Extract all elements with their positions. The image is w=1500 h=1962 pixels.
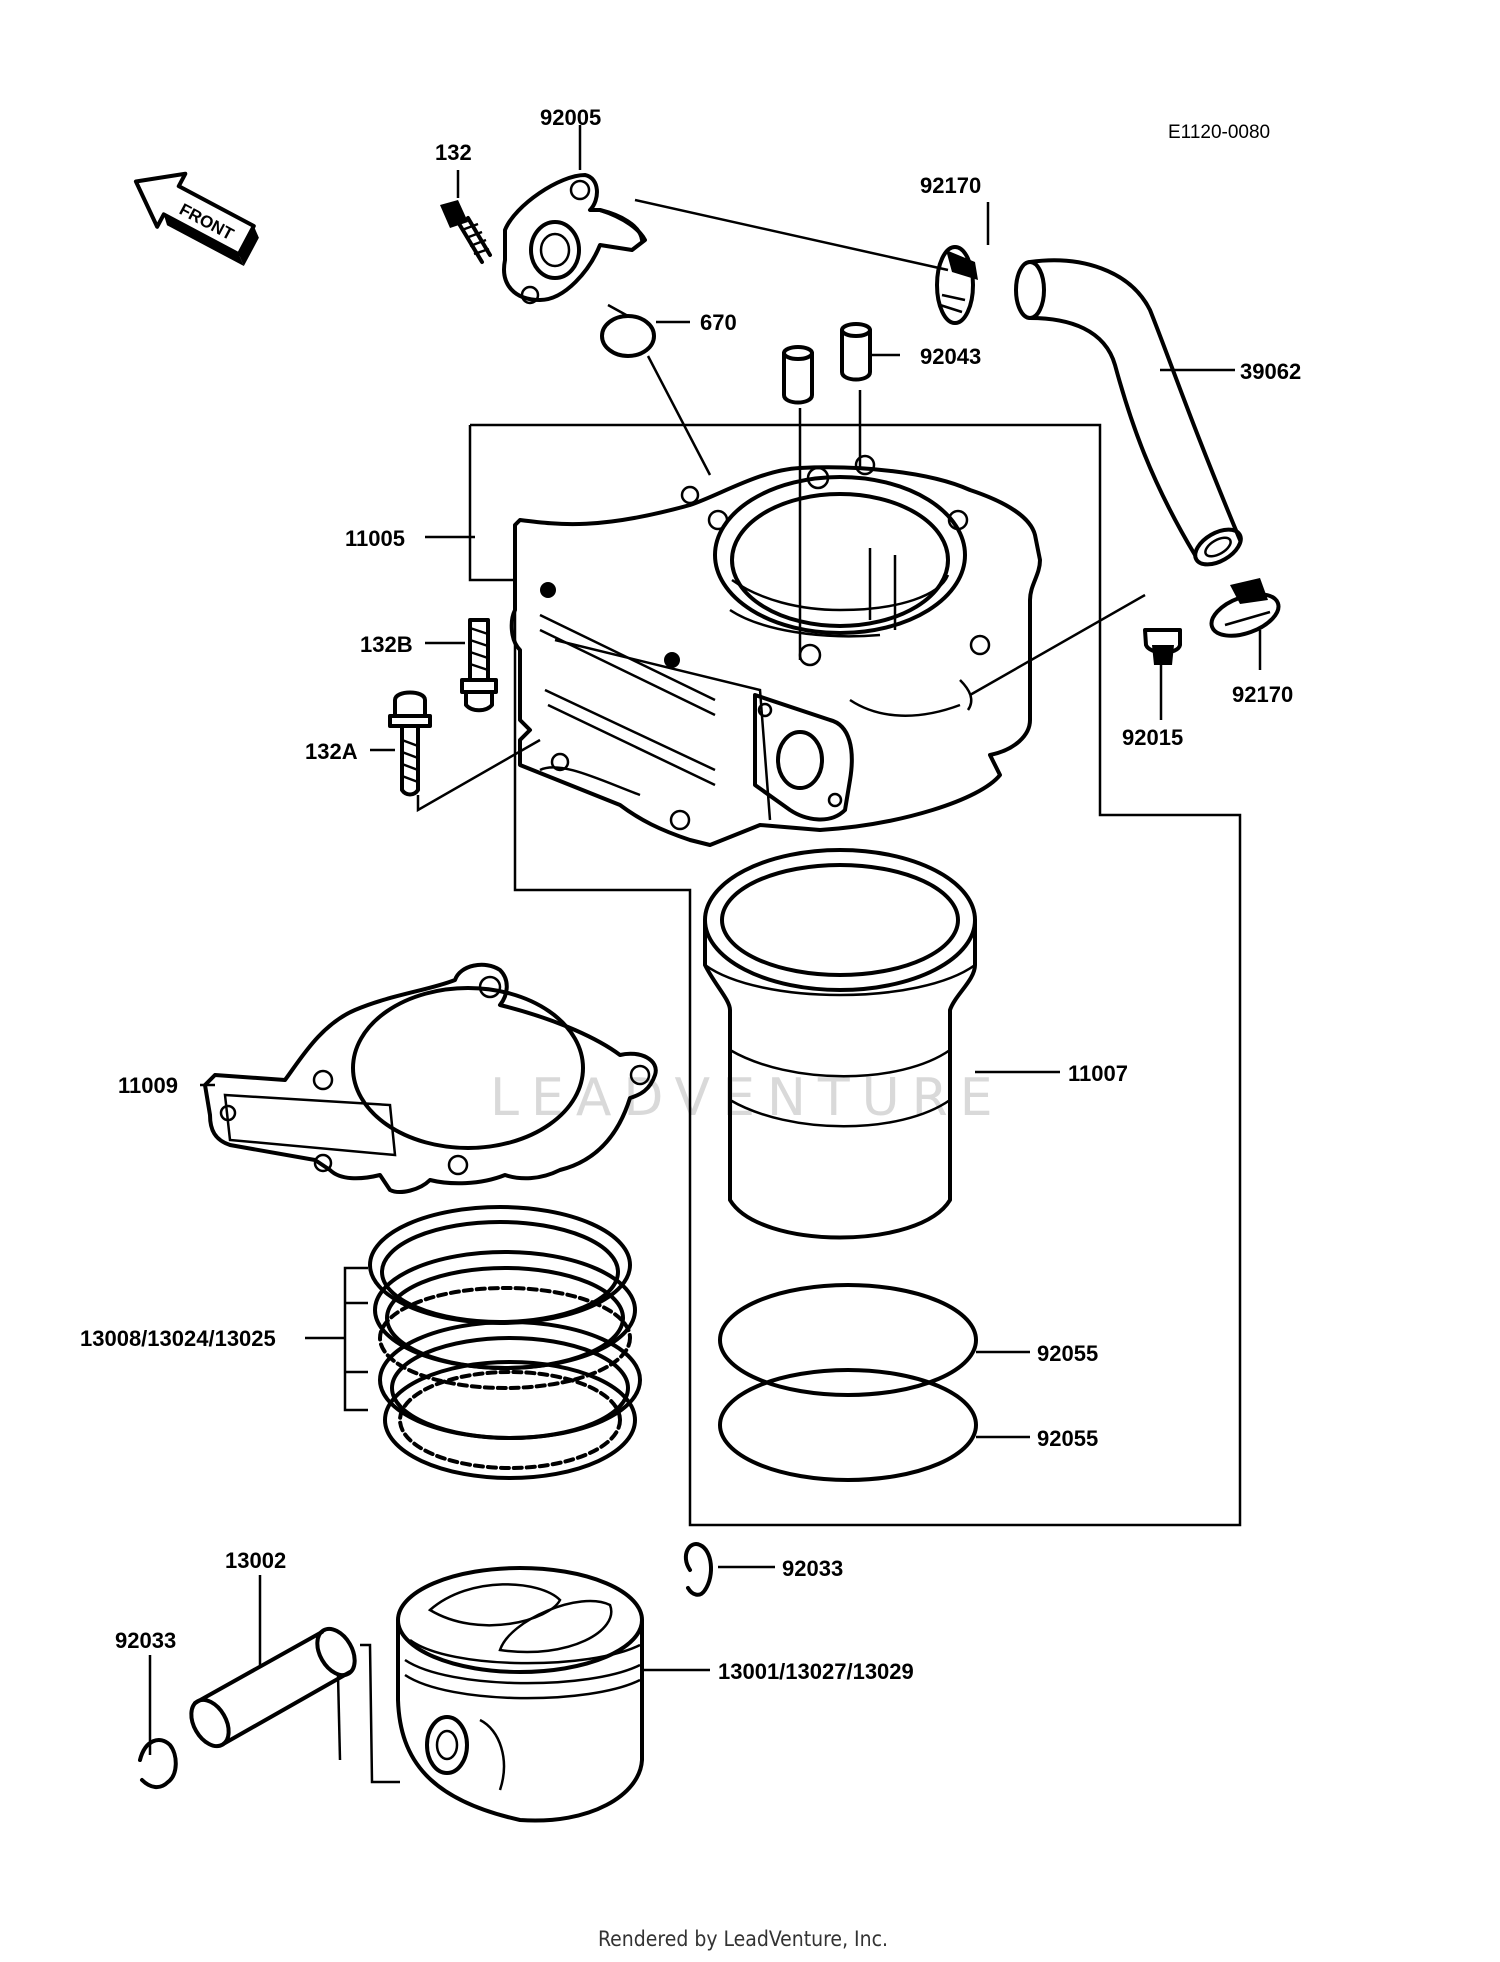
- piston-rings-set: [368, 1205, 642, 1480]
- gasket-11009: [203, 962, 658, 1194]
- bolt-132a: [388, 690, 432, 797]
- plug-92015: [1143, 628, 1182, 665]
- callout-92015: 92015: [1122, 725, 1183, 750]
- callout-92005: 92005: [540, 105, 601, 130]
- hose-clamp-92170-upper: [935, 245, 978, 325]
- o-rings-92055: [718, 1283, 978, 1482]
- callout-92055-lower: 92055: [1037, 1426, 1098, 1451]
- callout-11007: 11007: [1068, 1061, 1128, 1086]
- callout-92170-upper: 92170: [920, 173, 981, 198]
- callout-11005: 11005: [345, 526, 405, 551]
- callout-132a: 132A: [305, 739, 358, 764]
- callout-92033-right: 92033: [782, 1556, 843, 1581]
- callout-670: 670: [700, 310, 737, 335]
- circlip-92033-left: [138, 1738, 178, 1789]
- callout-92055-upper: 92055: [1037, 1341, 1098, 1366]
- footer-credit: Rendered by LeadVenture, Inc.: [598, 1927, 888, 1951]
- hose-clamp-92170-lower: [1209, 578, 1281, 638]
- bolt-132b: [460, 618, 498, 713]
- circlip-92033-right: [683, 1542, 713, 1597]
- watermark: LEADVENTURE: [490, 1068, 1005, 1128]
- bolt-132: [440, 200, 492, 264]
- diagram-code: E1120-0080: [1168, 122, 1270, 143]
- dowel-pins-92043: [782, 322, 872, 405]
- callout-92043: 92043: [920, 344, 981, 369]
- hose-39062: [1014, 258, 1243, 567]
- cylinder-sleeve-11007: [703, 848, 977, 1240]
- callout-39062: 39062: [1240, 359, 1301, 384]
- leader-lines: [148, 125, 1262, 1784]
- callout-labels: 92005 132 92170 670 92043 39062 11005 13…: [80, 105, 1301, 1684]
- o-ring-670: [600, 314, 656, 358]
- callout-92170-lower: 92170: [1232, 682, 1293, 707]
- callout-13002: 13002: [225, 1548, 286, 1573]
- callout-132b: 132B: [360, 632, 413, 657]
- callout-132: 132: [435, 140, 472, 165]
- assembly-outline: [468, 423, 1242, 1527]
- front-arrow-icon: FRONT: [133, 171, 259, 267]
- piston-pin-13002: [189, 1626, 357, 1749]
- cylinder-block-11005: [509, 454, 1042, 847]
- water-outlet-92005: [502, 173, 647, 305]
- callout-13001-13027-13029: 13001/13027/13029: [718, 1659, 914, 1684]
- piston-13001: [396, 1566, 644, 1823]
- callout-92033-left: 92033: [115, 1628, 176, 1653]
- callout-11009: 11009: [118, 1073, 178, 1098]
- callout-13008-13024-13025: 13008/13024/13025: [80, 1326, 276, 1351]
